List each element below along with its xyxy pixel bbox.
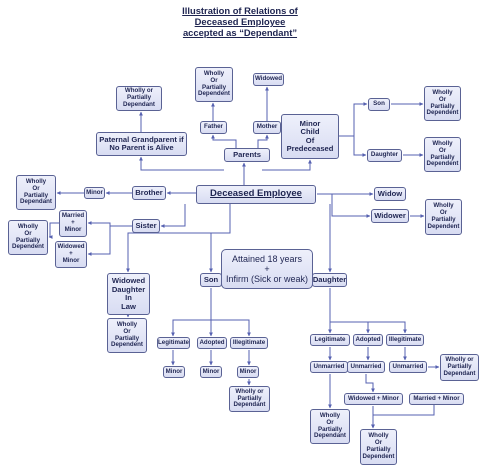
node-paternal-grandparent: Paternal Grandparent if No Parent is Ali… xyxy=(96,132,187,156)
connector-19 xyxy=(160,204,186,228)
node-deceased-employee: Deceased Employee xyxy=(196,185,316,204)
connector-10 xyxy=(353,136,367,157)
node-son-adopted-minor: Minor xyxy=(200,366,222,378)
node-married-plus-minor: Married + Minor xyxy=(409,393,464,405)
node-attained-18-infirm: Attained 18 years + Infirm (Sick or weak… xyxy=(221,249,313,289)
node-widower: Widower xyxy=(371,209,409,223)
connector-9 xyxy=(339,102,368,137)
node-brother: Brother xyxy=(132,186,166,200)
node-son-adopted: Adopted xyxy=(197,337,227,349)
node-son-illegitimate-dependant: Wholly or Partially Dependant xyxy=(229,386,270,412)
node-daughter-final-dependent: Wholly Or Partially Dependent xyxy=(360,429,397,465)
node-brother-dependant: Wholly Or Partially Dependant xyxy=(16,175,56,210)
node-daughter-illegitimate: Illegitimate xyxy=(386,334,424,346)
connector-22 xyxy=(48,222,59,239)
node-sister-widowed-minor: Widowed + Minor xyxy=(55,241,87,268)
node-widowed-plus-minor: Widowed + Minor xyxy=(344,393,403,405)
node-daughter-adopted: Adopted xyxy=(353,334,383,346)
node-widower-dependent: Wholly Or Partially Dependent xyxy=(425,199,462,235)
connector-3 xyxy=(257,134,269,148)
connector-23 xyxy=(126,204,231,273)
connector-36 xyxy=(368,321,407,334)
node-mother: Mother xyxy=(253,121,281,134)
node-sister-married-minor: Married + Minor xyxy=(59,210,87,237)
connector-42 xyxy=(365,374,375,393)
node-daughter-adopted-unmarried: Unmarried xyxy=(347,361,385,373)
node-widow: Widow xyxy=(374,187,406,201)
connector-6 xyxy=(139,156,224,171)
node-daughter-legitimate: Legitimate xyxy=(310,334,350,346)
node-daughter-legitimate-unmarried: Unmarried xyxy=(310,361,348,373)
node-daughter: Daughter xyxy=(312,273,347,287)
node-son-legitimate: Legitimate xyxy=(157,337,190,349)
node-widowed-daughter-in-law: Widowed Daughter In Law xyxy=(107,273,150,315)
node-son-illegitimate-minor: Minor xyxy=(237,366,259,378)
node-predeceased-son-dependent: Wholly Or Partially Dependent xyxy=(424,86,461,121)
connector-14 xyxy=(331,194,371,218)
node-son-illegitimate: Illegitimate xyxy=(230,337,268,349)
node-widowed-mother: Widowed xyxy=(253,73,284,86)
node-daughter-legitimate-dependant: Wholly Or Partially Dependant xyxy=(310,409,350,444)
node-sister: Sister xyxy=(132,219,160,233)
node-brother-minor: Minor xyxy=(84,187,105,199)
node-son: Son xyxy=(200,273,222,287)
node-daughter-illegitimate-unmarried: Unmarried xyxy=(389,361,427,373)
node-parents: Parents xyxy=(224,148,270,162)
node-predeceased-daughter: Daughter xyxy=(367,149,402,162)
connector-21 xyxy=(87,226,111,256)
node-grandparent-dependant: Wholly or Partially Dependant xyxy=(116,86,162,111)
node-sister-dependent: Wholly Or Partially Dependent xyxy=(8,220,48,255)
node-minor-child-predeceased: Minor Child Of Predeceased xyxy=(281,114,339,159)
node-daughter-illegitimate-dependant: Wholly or Partially Dependant xyxy=(440,354,479,381)
node-predeceased-daughter-dependent: Wholly Or Partially Dependent xyxy=(424,137,461,172)
node-father: Father xyxy=(200,121,227,134)
connector-20 xyxy=(87,221,132,227)
diagram-title: Illustration of Relations of Deceased Em… xyxy=(182,5,298,39)
node-son-legitimate-minor: Minor xyxy=(163,366,185,378)
connector-8 xyxy=(262,159,312,171)
connector-2 xyxy=(211,134,237,148)
node-father-dependent: Wholly Or Partially Dependent xyxy=(195,67,233,102)
node-predeceased-son: Son xyxy=(368,98,390,111)
connector-43 xyxy=(371,405,435,429)
node-daughter-in-law-dependent: Wholly Or Partially Dependent xyxy=(107,318,147,353)
connector-35 xyxy=(330,321,370,334)
connector-27 xyxy=(171,288,212,337)
connector-29 xyxy=(211,319,251,337)
